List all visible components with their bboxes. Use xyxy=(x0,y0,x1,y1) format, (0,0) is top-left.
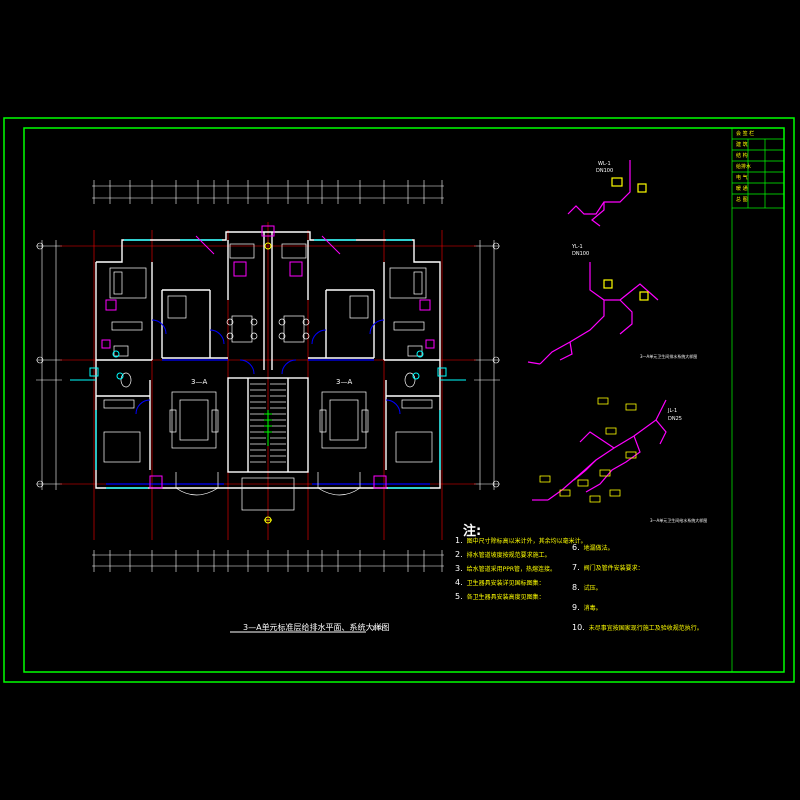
note-number: 2. xyxy=(455,550,463,559)
unit-label-right: 3—A xyxy=(336,378,352,386)
outer-frame xyxy=(3,117,795,683)
note-item: 2.排水管道坡度按规范要求施工。 xyxy=(455,551,551,560)
note-number: 9. xyxy=(572,603,580,612)
note-number: 5. xyxy=(455,592,463,601)
drain-system-diagram-2 xyxy=(527,262,659,365)
note-text: 阀门及管件安装要求： xyxy=(583,565,644,572)
note-item: 8.试压。 xyxy=(572,584,602,593)
bottom-dimension-lines xyxy=(92,550,444,572)
left-dimension-lines xyxy=(36,240,62,490)
title-block-row: 建 筑 xyxy=(736,142,748,148)
water-supply-diagram xyxy=(532,397,667,503)
axis-bubbles xyxy=(36,242,500,488)
title-block-row: 给排水 xyxy=(736,164,752,170)
note-item: 9.消毒。 xyxy=(572,604,602,613)
pipe-tag-wl1: WL-1 xyxy=(598,161,611,167)
title-block xyxy=(731,127,785,672)
note-number: 3. xyxy=(455,564,463,573)
drain-system-diagram-1 xyxy=(567,160,647,227)
pipe-tag-dn100-b: DN100 xyxy=(572,251,589,257)
note-text: 试压。 xyxy=(583,585,602,592)
right-dimension-lines xyxy=(474,240,500,490)
notes-heading: 注: xyxy=(463,524,482,539)
note-number: 1. xyxy=(455,536,463,545)
pipe-tag-dn25: DN25 xyxy=(668,416,682,422)
note-text: 未尽事宜按国家现行施工及验收规范执行。 xyxy=(588,625,703,632)
note-item: 3.给水管道采用PPR管，热熔连接。 xyxy=(455,565,556,574)
note-item: 7.阀门及管件安装要求： xyxy=(572,564,644,573)
axis-lines xyxy=(60,222,476,540)
note-number: 10. xyxy=(572,623,585,632)
note-text: 消毒。 xyxy=(583,605,602,612)
pipe-tag-jl1: JL-1 xyxy=(667,408,677,414)
title-block-row: 结 构 xyxy=(736,153,748,159)
system-caption-1: 3—A单元卫生间排水系统大样图 xyxy=(640,353,697,359)
windows xyxy=(95,239,441,489)
note-item: 5.各卫生器具安装高度见图集： xyxy=(455,593,545,602)
title-block-row: 电 气 xyxy=(736,175,748,181)
system-caption-3: 3—A单元卫生间给水系统大样图 xyxy=(650,517,707,523)
title-block-row: 暖 通 xyxy=(736,186,748,192)
pipe-markers xyxy=(70,225,466,524)
note-item: 4.卫生器具安装详见国标图集： xyxy=(455,579,545,588)
stair-arrows xyxy=(264,410,272,446)
note-number: 4. xyxy=(455,578,463,587)
note-item: 10.未尽事宜按国家现行施工及验收规范执行。 xyxy=(572,624,703,633)
pipe-tag-dn100-a: DN100 xyxy=(596,168,613,174)
note-text: 地漏做法。 xyxy=(583,545,614,552)
note-number: 6. xyxy=(572,543,580,552)
note-text: 图中尺寸除标高以米计外，其余均以毫米计。 xyxy=(466,538,587,545)
note-item: 6.地漏做法。 xyxy=(572,544,614,553)
top-dimension-lines xyxy=(92,180,444,204)
title-block-row: 总 图 xyxy=(736,197,748,203)
doors xyxy=(135,319,401,415)
drawing-scale: 1:50 xyxy=(372,626,384,632)
title-block-row: 会 签 栏 xyxy=(736,131,755,137)
note-item: 1.图中尺寸除标高以米计外，其余均以毫米计。 xyxy=(455,537,587,546)
drawing-title: 3—A单元标准层给排水平面、系统大样图 xyxy=(243,623,390,632)
note-text: 卫生器具安装详见国标图集： xyxy=(466,580,545,587)
unit-label-left: 3—A xyxy=(191,378,207,386)
pipe-tag-yl1: YL-1 xyxy=(571,244,583,250)
note-text: 各卫生器具安装高度见图集： xyxy=(466,594,545,601)
note-number: 7. xyxy=(572,563,580,572)
inner-frame xyxy=(23,127,785,673)
note-number: 8. xyxy=(572,583,580,592)
note-text: 给水管道采用PPR管，热熔连接。 xyxy=(466,566,557,573)
furniture xyxy=(103,243,433,511)
blue-partition-lines xyxy=(106,359,430,485)
note-text: 排水管道坡度按规范要求施工。 xyxy=(466,552,551,559)
